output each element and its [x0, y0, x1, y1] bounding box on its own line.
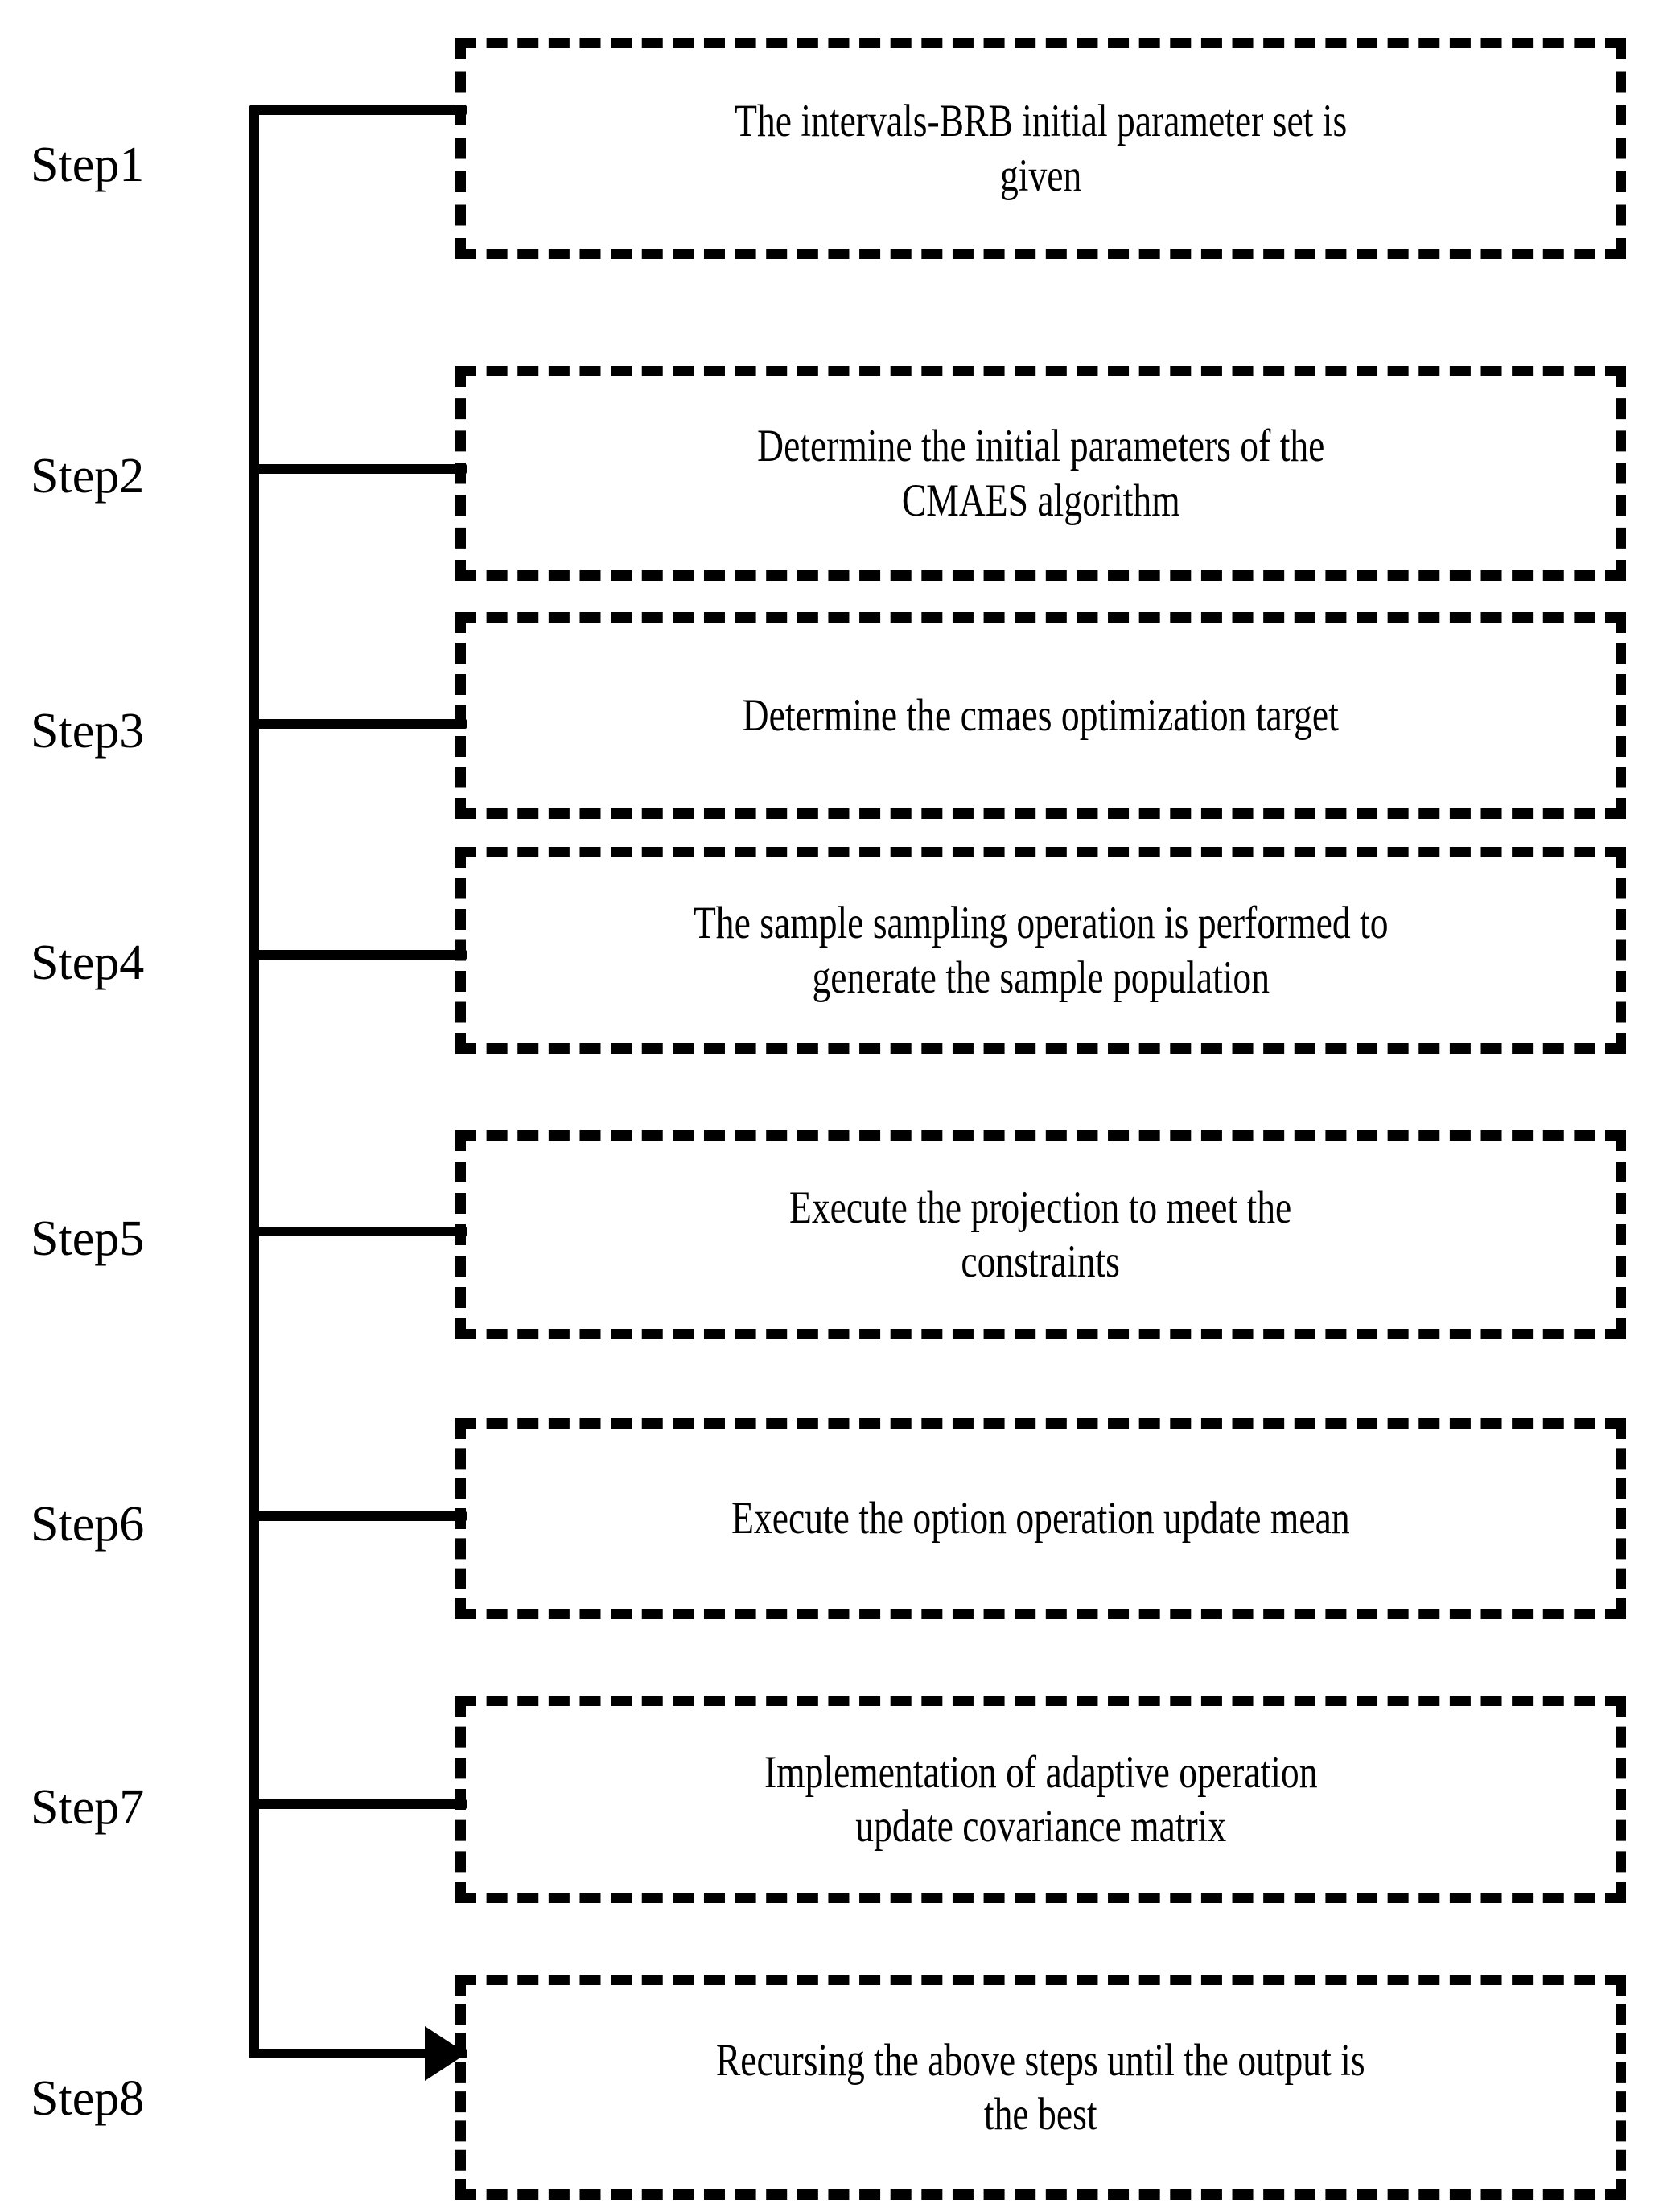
- step-box-text-8: Recursing the above steps until the outp…: [716, 2034, 1365, 2140]
- step-box-2[interactable]: Determine the initial parameters of the …: [455, 366, 1626, 581]
- connector-line-5: [249, 1227, 467, 1236]
- step-box-6[interactable]: Execute the option operation update mean: [455, 1418, 1626, 1619]
- step-label-6: Step6: [31, 1497, 145, 1552]
- step-label-5: Step5: [31, 1211, 145, 1266]
- step-box-text-1: The intervals-BRB initial parameter set …: [734, 96, 1348, 201]
- step-box-7[interactable]: Implementation of adaptive operation upd…: [455, 1696, 1626, 1903]
- step-box-5[interactable]: Execute the projection to meet the const…: [455, 1130, 1626, 1339]
- step-box-text-7: Implementation of adaptive operation upd…: [764, 1746, 1318, 1852]
- step-label-7: Step7: [31, 1780, 145, 1835]
- step-box-1[interactable]: The intervals-BRB initial parameter set …: [455, 38, 1626, 259]
- step-box-text-6: Execute the option operation update mean: [731, 1493, 1350, 1544]
- connector-line-3: [249, 719, 467, 729]
- step-box-8[interactable]: Recursing the above steps until the outp…: [455, 1975, 1626, 2200]
- step-box-text-5: Execute the projection to meet the const…: [789, 1182, 1292, 1287]
- step-box-text-3: Determine the cmaes optimization target: [742, 689, 1340, 741]
- step-label-1: Step1: [31, 138, 145, 192]
- connector-line-4: [249, 950, 467, 960]
- step-label-4: Step4: [31, 935, 145, 990]
- connector-line-1: [249, 105, 467, 115]
- connector-line-7: [249, 1799, 467, 1809]
- step-box-text-4: The sample sampling operation is perform…: [693, 898, 1389, 1003]
- spine-vertical-line: [249, 105, 259, 2058]
- connector-line-2: [249, 464, 467, 474]
- connector-line-8: [249, 2049, 467, 2058]
- step-box-3[interactable]: Determine the cmaes optimization target: [455, 612, 1626, 819]
- step-label-8: Step8: [31, 2071, 145, 2126]
- arrow-head-icon: [425, 2026, 467, 2081]
- step-box-4[interactable]: The sample sampling operation is perform…: [455, 847, 1626, 1054]
- step-label-2: Step2: [31, 449, 145, 504]
- step-label-3: Step3: [31, 704, 145, 759]
- step-box-text-2: Determine the initial parameters of the …: [756, 421, 1325, 526]
- connector-line-6: [249, 1511, 467, 1521]
